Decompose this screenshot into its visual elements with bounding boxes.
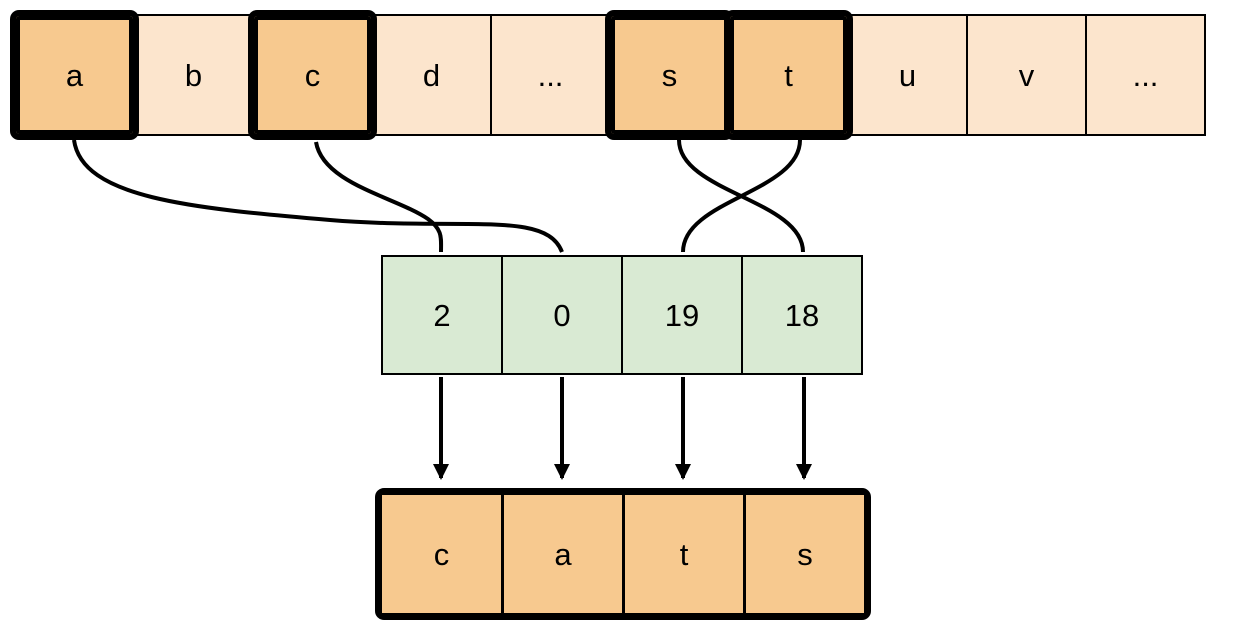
- alphabet-cell-ellipsis-left: ...: [490, 14, 611, 136]
- alphabet-cell-u: u: [847, 14, 968, 136]
- index-cell-18: 18: [741, 255, 863, 375]
- alphabet-cell-v: v: [966, 14, 1087, 136]
- curve-t-to-19: [681, 139, 802, 253]
- alphabet-cell-ellipsis-right: ...: [1085, 14, 1206, 136]
- curve-s-to-18: [677, 139, 805, 253]
- alphabet-cell-b: b: [133, 14, 254, 136]
- alphabet-row: a b c d ... s t u v ...: [14, 14, 1206, 136]
- index-cell-19: 19: [621, 255, 743, 375]
- index-cell-2: 2: [381, 255, 503, 375]
- result-cell-t: t: [623, 494, 744, 614]
- alphabet-cell-s: s: [609, 14, 730, 136]
- index-cell-0: 0: [501, 255, 623, 375]
- alphabet-cell-c: c: [252, 14, 373, 136]
- result-cell-c: c: [381, 494, 502, 614]
- result-row: c a t s: [375, 488, 871, 620]
- index-row: 2 0 19 18: [381, 255, 863, 375]
- result-cell-a: a: [502, 494, 623, 614]
- curve-c-to-2: [314, 141, 444, 253]
- curve-a-to-0: [72, 139, 564, 253]
- alphabet-cell-d: d: [371, 14, 492, 136]
- result-cell-s: s: [744, 494, 865, 614]
- alphabet-cell-t: t: [728, 14, 849, 136]
- alphabet-cell-a: a: [14, 14, 135, 136]
